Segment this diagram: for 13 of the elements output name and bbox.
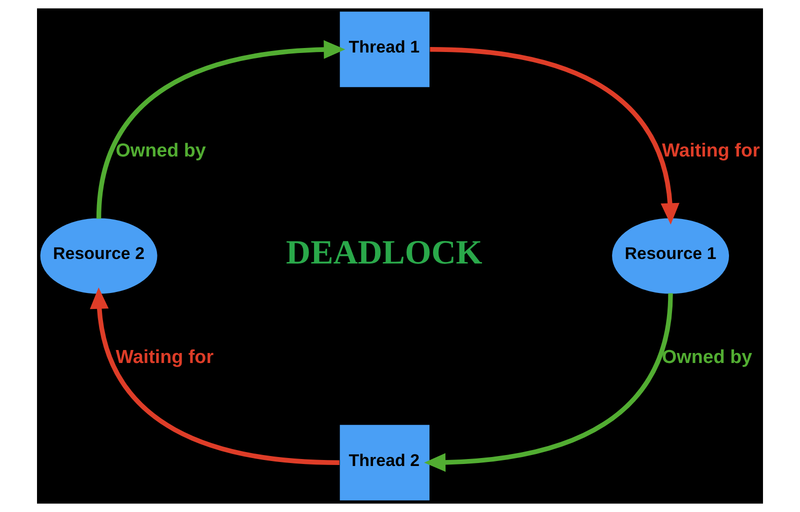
arrow [90,287,340,465]
arrow [424,293,673,472]
node-box: Thread 2 [340,424,430,500]
edge-label: Owned by [662,346,752,368]
edge-label: Owned by [116,139,206,160]
arrow [96,40,346,219]
label: DEADLOCK [286,234,482,272]
node-ellipse: Resource 1 [612,218,729,294]
edge-label: Waiting for [116,346,214,368]
node-box: Thread 1 [340,12,430,88]
node-ellipse: Resource 2 [40,218,158,294]
edge-label: Waiting for [662,139,760,160]
arrow [430,47,680,225]
